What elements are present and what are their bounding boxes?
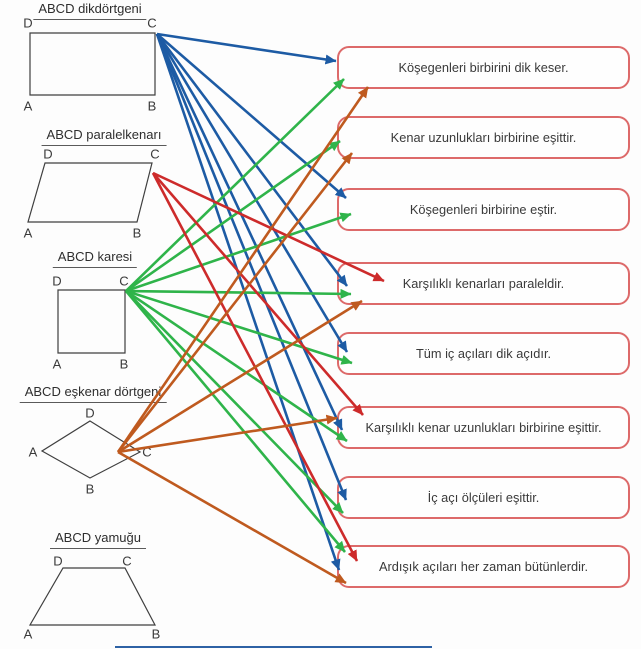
arrow-rectangle-to-property-5 (155, 33, 349, 353)
arrow-square-to-property-6 (125, 289, 348, 443)
arrow-parallelogram-to-property-8 (151, 172, 359, 562)
vertex-label-square-a: A (52, 356, 62, 372)
arrow-rectangle-to-property-8 (155, 33, 341, 571)
arrow-square-to-property-3 (125, 212, 352, 293)
property-box-7[interactable]: İç açı ölçüleri eşittir. (337, 476, 630, 519)
arrow-rectangle-to-property-3 (156, 33, 347, 199)
shape-title-parallelogram: ABCD paralelkenarı (41, 127, 167, 146)
arrow-square-to-property-4 (125, 288, 352, 299)
rhombus-outline (40, 420, 142, 479)
vertex-label-rectangle-b: B (147, 98, 157, 114)
vertex-label-rectangle-a: A (23, 98, 33, 114)
square-outline (57, 289, 126, 354)
vertex-label-square-c: C (119, 273, 129, 289)
property-box-5[interactable]: Tüm iç açıları dik açıdır. (337, 332, 630, 375)
vertex-label-parallelogram-c: C (150, 146, 160, 162)
arrow-rectangle-to-property-4 (155, 33, 349, 287)
vertex-label-parallelogram-b: B (132, 225, 142, 241)
arrow-square-to-property-1 (125, 78, 345, 292)
shape-title-rhombus: ABCD eşkenar dörtgeni (19, 384, 167, 403)
parallelogram-outline (27, 162, 153, 223)
vertex-label-square-b: B (119, 356, 129, 372)
property-box-8[interactable]: Ardışık açıları her zaman bütünlerdir. (337, 545, 630, 588)
arrow-rhombus-to-property-4 (117, 299, 363, 454)
vertex-label-parallelogram-a: A (23, 225, 33, 241)
property-box-6[interactable]: Karşılıklı kenar uzunlukları birbirine e… (337, 406, 630, 449)
vertex-label-trapezoid-a: A (23, 626, 33, 642)
rectangle-outline (29, 32, 156, 96)
property-box-1[interactable]: Köşegenleri birbirini dik keser. (337, 46, 630, 89)
vertex-label-rhombus-b: B (85, 481, 95, 497)
shape-title-rectangle: ABCD dikdörtgeni (33, 1, 147, 20)
property-box-3[interactable]: Köşegenleri birbirine eştir. (337, 188, 630, 231)
arrow-rhombus-to-property-2 (116, 152, 354, 453)
vertex-label-trapezoid-b: B (151, 626, 161, 642)
arrow-square-to-property-8 (125, 290, 346, 553)
vertex-label-rectangle-c: C (147, 15, 157, 31)
arrow-rectangle-to-property-1 (156, 32, 337, 65)
vertex-label-rhombus-d: D (85, 405, 95, 421)
vertex-label-rhombus-a: A (28, 444, 38, 460)
shape-title-square: ABCD karesi (52, 249, 138, 268)
vertex-label-parallelogram-d: D (43, 146, 53, 162)
vertex-label-rectangle-d: D (23, 15, 33, 31)
arrow-rectangle-to-property-7 (155, 33, 348, 501)
arrow-square-to-property-2 (125, 139, 341, 293)
property-box-4[interactable]: Karşılıklı kenarları paraleldir. (337, 262, 630, 305)
arrow-rhombus-to-property-8 (117, 450, 347, 585)
vertex-label-square-d: D (52, 273, 62, 289)
shape-title-trapezoid: ABCD yamuğu (50, 530, 146, 549)
vertex-label-trapezoid-d: D (53, 553, 63, 569)
vertex-label-trapezoid-c: C (122, 553, 132, 569)
trapezoid-outline (28, 567, 156, 626)
property-box-2[interactable]: Kenar uzunlukları birbirine eşittir. (337, 116, 630, 159)
vertex-label-rhombus-c: C (142, 444, 152, 460)
arrow-rectangle-to-property-6 (155, 33, 344, 431)
arrow-square-to-property-5 (125, 289, 353, 365)
arrow-parallelogram-to-property-6 (152, 172, 364, 416)
